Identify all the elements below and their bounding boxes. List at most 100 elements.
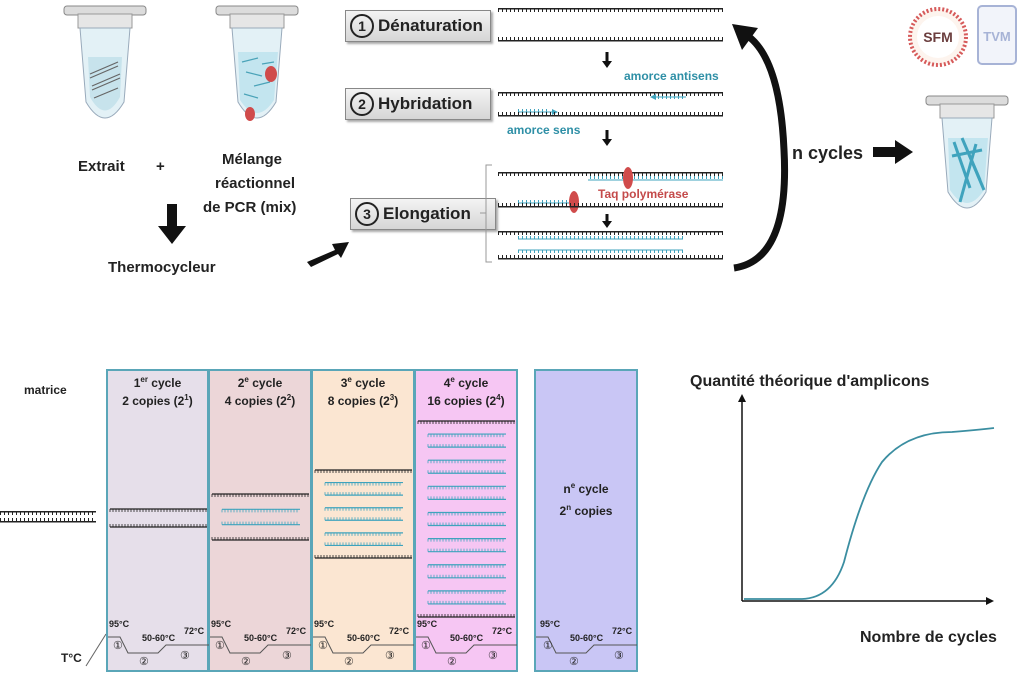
step-denaturation: 1 Dénaturation — [345, 10, 491, 42]
graph-sigmoid-curve — [744, 427, 995, 600]
temp-profile: 95°C 50-60°C 72°C ① ② ③ — [108, 619, 209, 668]
n-cycle-copies-base: 2 — [559, 504, 567, 518]
temp-step-2: ② — [139, 656, 149, 668]
cycle-amplicons-3 — [314, 469, 412, 559]
temp-step-1: ① — [215, 640, 225, 652]
temp-profile: 95°C 50-60°C 72°C ① ② ③ — [210, 619, 311, 668]
cycle-amplicons-4 — [417, 420, 515, 618]
cycle-copies-text: 4 copies (2 — [224, 394, 287, 408]
cycle-word: cycle — [355, 376, 386, 390]
temp-profile: 95°C 50-60°C 72°C ① ② ③ — [416, 619, 517, 668]
graph-title: Quantité théorique d'amplicons — [690, 373, 930, 390]
temp-95: 95°C — [211, 619, 232, 629]
arrow-down-icon — [158, 204, 186, 244]
column-n-cycle: ne cycle 2n copies 95°C 50-60°C 72°C ① ②… — [534, 369, 638, 672]
step-label: Dénaturation — [378, 16, 483, 35]
tube-mix-image — [215, 5, 299, 121]
graph-x-arrow-icon — [986, 597, 994, 605]
cycle-copies-text: 8 copies (2 — [327, 394, 390, 408]
cycle-copies-text: 2 copies (2 — [122, 394, 185, 408]
temp-72: 72°C — [492, 626, 513, 636]
tube-amplicons-image — [925, 95, 1009, 209]
cycle-ord: 1 — [133, 376, 141, 390]
cycle-word: cycle — [458, 376, 489, 390]
cycle-title: 2e cycle — [210, 375, 310, 390]
temp-step-1: ① — [113, 640, 123, 652]
temp-step-3: ③ — [488, 650, 498, 662]
cycle-copies-exp: 3 — [389, 393, 395, 402]
cycle-copies-text: 16 copies (2 — [427, 394, 497, 408]
n-cycle-copies: 2n copies — [536, 503, 636, 518]
temp-50-60: 50-60°C — [347, 633, 381, 643]
cycle-copies: 16 copies (24) — [416, 393, 516, 408]
cycle-amplicons-1 — [109, 508, 207, 528]
temp-step-3: ③ — [282, 650, 292, 662]
matrice-strand — [0, 511, 96, 523]
label-thermocycleur: Thermocycleur — [108, 259, 216, 276]
graph-y-arrow-icon — [738, 394, 746, 402]
temp-step-2: ② — [569, 656, 579, 668]
cycle-title: 1er cycle — [108, 375, 207, 390]
cycle-ord: 3 — [340, 376, 348, 390]
temp-step-3: ③ — [180, 650, 190, 662]
cycle-copies-exp: 1 — [184, 393, 189, 402]
n-cycle-sup: e — [570, 481, 576, 490]
cycle-amplicons-2 — [211, 493, 309, 541]
cycle-arrow-icon — [732, 24, 789, 272]
logo-sfm-text: SFM — [923, 29, 953, 45]
cycle-word: cycle — [252, 376, 283, 390]
arrow-diagonal-icon — [307, 242, 349, 267]
label-melange-1: Mélange — [222, 151, 283, 168]
temp-95: 95°C — [109, 619, 130, 629]
label-taq-polymerase: Taq polymérase — [598, 187, 689, 201]
cycle-ord: 4 — [443, 376, 451, 390]
cycle-sup: e — [450, 375, 455, 384]
step-number: 3 — [355, 202, 379, 226]
cycle-copies-exp: 4 — [496, 393, 501, 402]
cycle-copies: 8 copies (23) — [313, 393, 413, 408]
cycle-copies: 2 copies (21) — [108, 393, 207, 408]
label-matrice: matrice — [24, 383, 67, 397]
logo-tvm: TVM — [977, 5, 1017, 65]
temp-50-60: 50-60°C — [570, 633, 604, 643]
temp-step-2: ② — [447, 656, 457, 668]
step-number: 2 — [350, 92, 374, 116]
temp-step-2: ② — [344, 656, 354, 668]
step-label: Elongation — [383, 204, 471, 223]
temp-50-60: 50-60°C — [244, 633, 278, 643]
column-cycle-2: 2e cycle 4 copies (22) 95°C 50-60°C 72°C … — [209, 369, 312, 672]
label-n-cycles: n cycles — [792, 143, 864, 163]
temp-95: 95°C — [417, 619, 438, 629]
temp-step-1: ① — [543, 640, 553, 652]
temp-72: 72°C — [286, 626, 307, 636]
temp-step-2: ② — [241, 656, 251, 668]
step-elongation: 3 Elongation — [350, 198, 496, 230]
n-cycle-word: cycle — [578, 482, 609, 496]
temp-50-60: 50-60°C — [450, 633, 484, 643]
n-cycle-copies-exp: n — [566, 503, 572, 512]
graph-xlabel: Nombre de cycles — [860, 629, 997, 646]
pcr-steps-diagram — [480, 8, 723, 263]
temp-step-3: ③ — [614, 650, 624, 662]
n-cycle-title: ne cycle — [536, 481, 636, 496]
temp-step-3: ③ — [385, 650, 395, 662]
temp-step-1: ① — [318, 640, 328, 652]
temp-profile: 95°C 50-60°C 72°C ① ② ③ — [313, 619, 414, 668]
cycle-copies-close: ) — [394, 394, 399, 408]
cycle-copies-close: ) — [500, 394, 505, 408]
temp-95: 95°C — [314, 619, 335, 629]
cycle-title: 4e cycle — [416, 375, 516, 390]
label-melange-3: de PCR (mix) — [203, 199, 297, 216]
step-hybridation: 2 Hybridation — [345, 88, 491, 120]
temp-72: 72°C — [389, 626, 410, 636]
logo-sfm: SFM — [908, 7, 968, 67]
cycle-sup: e — [347, 375, 352, 384]
temp-95: 95°C — [540, 619, 561, 629]
cycle-copies: 4 copies (22) — [210, 393, 310, 408]
label-melange-2: réactionnel — [215, 175, 296, 192]
label-extrait: Extrait — [78, 158, 125, 175]
temp-axis-line — [85, 633, 107, 667]
tube-extrait-image — [63, 5, 147, 119]
